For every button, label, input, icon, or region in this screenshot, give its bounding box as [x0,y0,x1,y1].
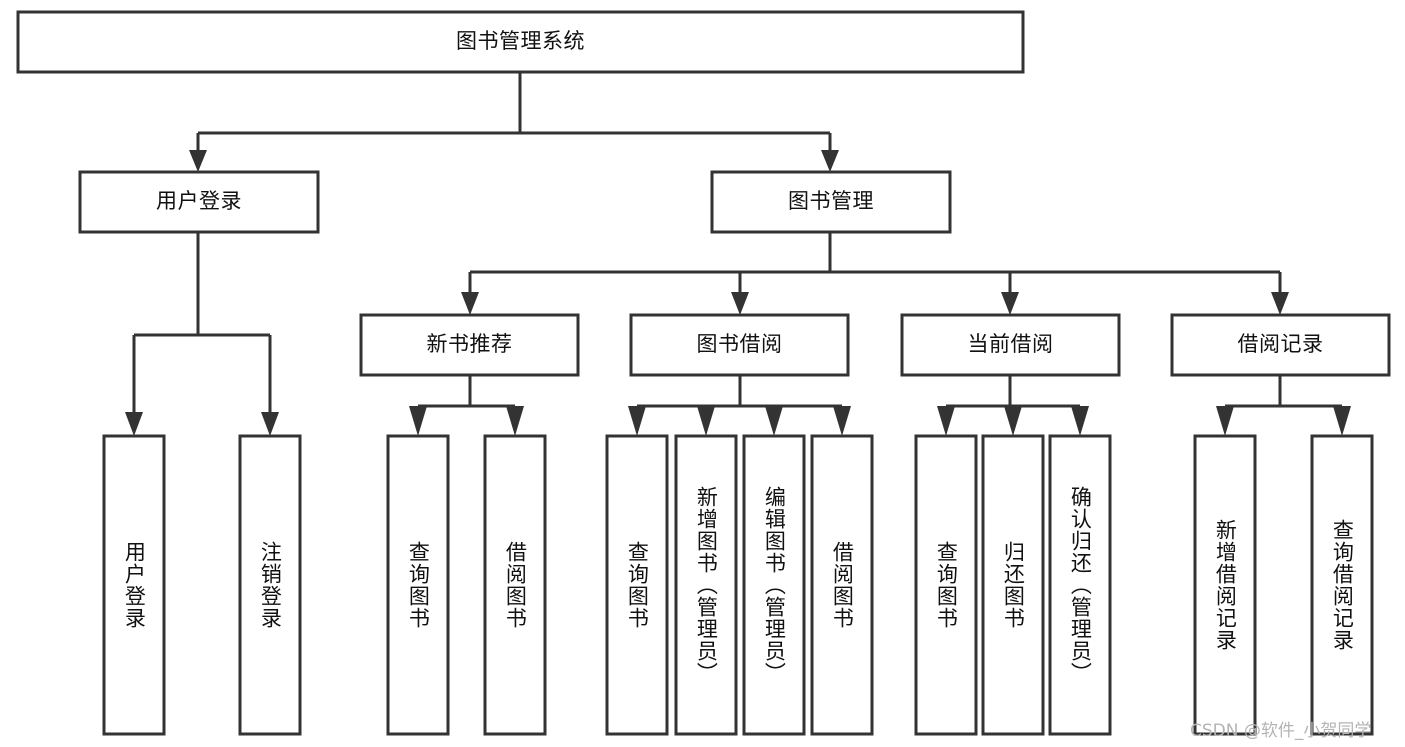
node-box-current-borrow[interactable] [900,313,1121,377]
node-box-root[interactable] [16,10,1025,74]
node-box-leaf-logout[interactable] [238,434,302,736]
node-box-leaf-return-book[interactable] [981,434,1045,736]
node-box-book-management[interactable] [710,170,952,234]
node-box-book-borrow[interactable] [629,313,850,377]
arrow-to-leaf-confirm-return [1071,406,1089,436]
node-box-new-book-recommend[interactable] [359,313,580,377]
arrow-to-user-login [189,150,207,172]
node-box-leaf-query-record[interactable] [1310,434,1374,736]
arrow-to-leaf-return-book [1004,406,1022,436]
node-box-leaf-user-login[interactable] [102,434,166,736]
arrow-to-leaf-query-record [1333,406,1351,436]
node-box-leaf-edit-book[interactable] [742,434,806,736]
arrow-to-leaf-edit-book [765,406,783,436]
arrow-to-leaf-query-book-1 [409,406,427,436]
arrow-to-borrow-record [1271,292,1289,315]
arrow-to-leaf-add-record [1216,406,1234,436]
node-box-leaf-add-book[interactable] [674,434,738,736]
node-box-borrow-record[interactable] [1170,313,1391,377]
arrow-to-current-borrow [1001,292,1019,315]
arrow-to-leaf-query-book-2 [628,406,646,436]
arrow-to-new-book [461,292,479,315]
node-box-leaf-query-book-3[interactable] [914,434,978,736]
arrow-to-leaf-query-book-3 [937,406,955,436]
node-box-leaf-borrow-book-2[interactable] [810,434,874,736]
arrow-to-leaf-borrow-book-1 [506,406,524,436]
arrow-to-book-borrow [731,292,749,315]
arrow-to-book-management [821,150,839,172]
node-box-leaf-query-book-1[interactable] [386,434,450,736]
node-box-leaf-query-book-2[interactable] [605,434,669,736]
node-box-user-login[interactable] [78,170,320,234]
arrow-to-leaf-user-login [125,412,143,436]
node-box-leaf-confirm-return[interactable] [1048,434,1112,736]
arrow-to-leaf-borrow-book-2 [833,406,851,436]
nodes-layer [16,10,1391,736]
arrow-to-leaf-logout [261,412,279,436]
node-box-leaf-borrow-book-1[interactable] [483,434,547,736]
arrow-to-leaf-add-book [697,406,715,436]
edges-layer [125,72,1351,436]
node-box-leaf-add-record[interactable] [1193,434,1257,736]
